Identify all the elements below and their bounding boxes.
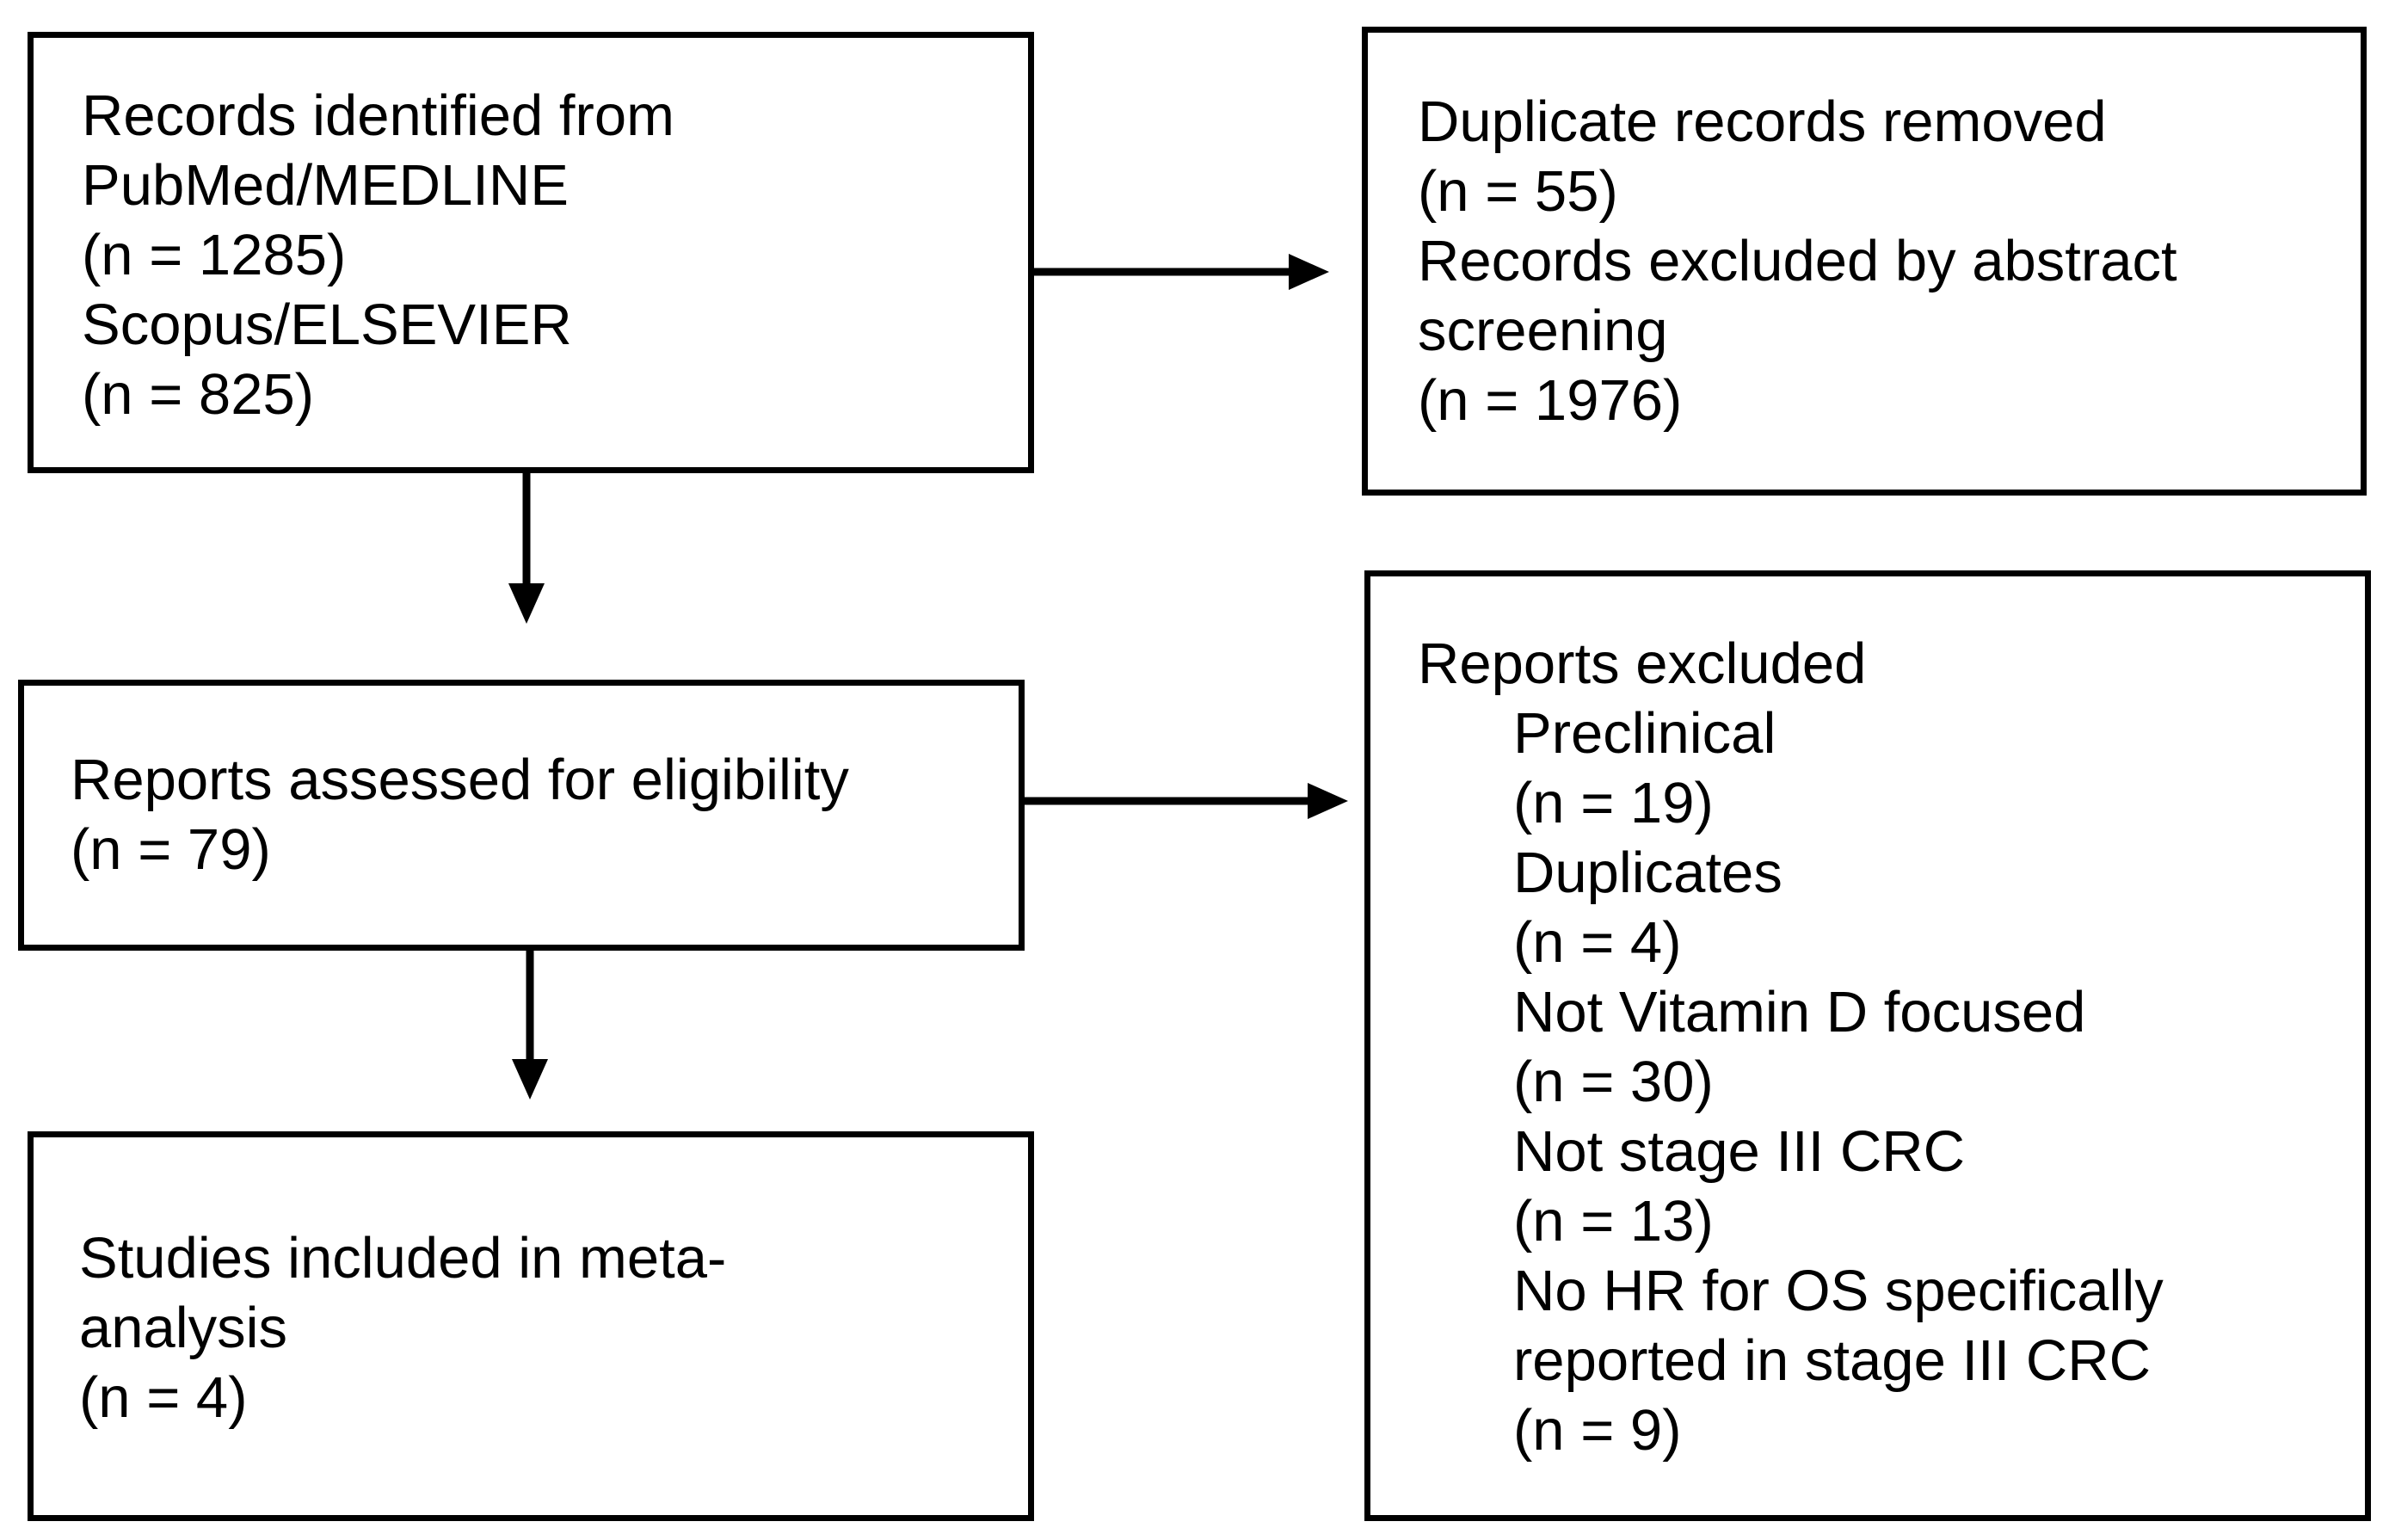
identification-line: Records identified from bbox=[82, 83, 674, 148]
excluded-item: (n = 4) bbox=[1513, 910, 1682, 975]
removed-line: (n = 1976) bbox=[1418, 368, 1683, 433]
excluded-item: (n = 13) bbox=[1513, 1189, 1714, 1254]
included-line: analysis bbox=[79, 1296, 288, 1360]
arrow-eligibility-to-included bbox=[512, 949, 548, 1100]
eligibility-box bbox=[18, 680, 1025, 951]
identification-box bbox=[28, 32, 1034, 473]
excluded-item: Not Vitamin D focused bbox=[1513, 980, 2086, 1044]
excluded-item: Preclinical bbox=[1513, 701, 1776, 766]
arrow-identification-to-removed bbox=[1032, 254, 1329, 290]
identification-line: PubMed/MEDLINE bbox=[82, 153, 569, 218]
excluded-item: (n = 30) bbox=[1513, 1050, 1714, 1114]
identification-text: Records identified from PubMed/MEDLINE (… bbox=[82, 81, 674, 429]
excluded-item: Not stage III CRC bbox=[1513, 1119, 1966, 1184]
removed-line: (n = 55) bbox=[1418, 159, 1618, 224]
removed-text: Duplicate records removed (n = 55) Recor… bbox=[1418, 87, 2177, 435]
excluded-item: (n = 9) bbox=[1513, 1398, 1682, 1463]
excluded-item: (n = 19) bbox=[1513, 771, 1714, 835]
included-line: (n = 4) bbox=[79, 1365, 248, 1430]
removed-line: screening bbox=[1418, 299, 1668, 363]
arrow-identification-to-eligibility bbox=[508, 473, 545, 624]
removed-line: Records excluded by abstract bbox=[1418, 229, 2177, 293]
excluded-box bbox=[1364, 570, 2371, 1521]
excluded-heading: Reports excluded bbox=[1418, 631, 1867, 696]
identification-line: (n = 825) bbox=[82, 362, 315, 427]
arrow-eligibility-to-excluded bbox=[1023, 783, 1348, 819]
removed-box bbox=[1362, 27, 2367, 496]
removed-line: Duplicate records removed bbox=[1418, 89, 2107, 154]
eligibility-line: Reports assessed for eligibility bbox=[71, 748, 849, 812]
included-text: Studies included in meta- analysis (n = … bbox=[79, 1223, 726, 1432]
identification-line: (n = 1285) bbox=[82, 223, 347, 287]
identification-line: Scopus/ELSEVIER bbox=[82, 293, 572, 357]
excluded-text: Reports excluded Preclinical (n = 19) Du… bbox=[1418, 629, 2164, 1465]
eligibility-text: Reports assessed for eligibility (n = 79… bbox=[71, 745, 849, 884]
excluded-item: No HR for OS specifically bbox=[1513, 1259, 2164, 1323]
excluded-item: reported in stage III CRC bbox=[1513, 1328, 2152, 1393]
included-box bbox=[28, 1131, 1034, 1521]
excluded-item: Duplicates bbox=[1513, 841, 1783, 905]
included-line: Studies included in meta- bbox=[79, 1226, 727, 1291]
eligibility-line: (n = 79) bbox=[71, 817, 271, 882]
